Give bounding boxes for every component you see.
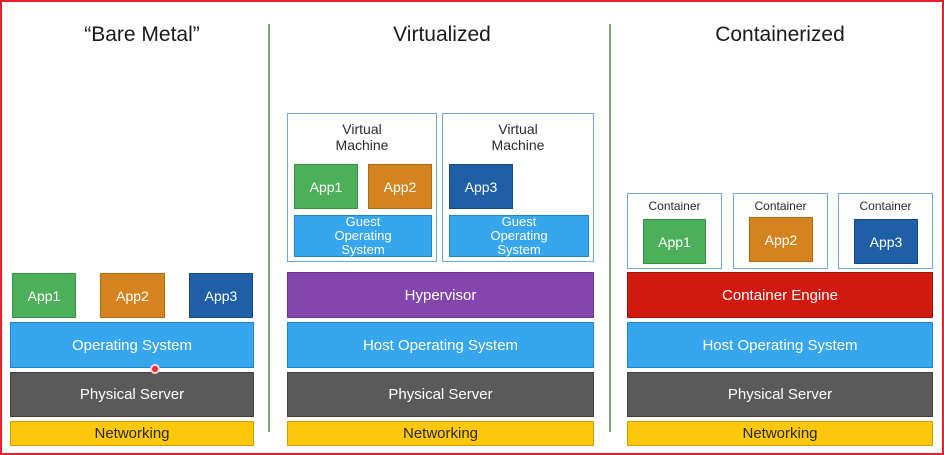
vm-label-line2: Machine [335,137,389,153]
bare-app3: App3 [189,273,253,318]
guest-os-line2: Operating [334,228,392,243]
guest-os-line3: System [341,242,385,257]
cont-physical-server-layer: Physical Server [627,372,933,417]
column-divider [268,24,270,432]
virtual-machine-box: Virtual Machine App3 Guest Operating Sys… [442,113,594,262]
virt-host-os-layer: Host Operating System [287,322,594,368]
vm2-guest-os: Guest Operating System [449,215,589,257]
guest-os-line3: System [497,242,541,257]
virtual-machine-box: Virtual Machine App1 App2 Guest Operatin… [287,113,437,262]
bare-app1: App1 [12,273,76,318]
vm1-app2: App2 [368,164,432,209]
vm1-app1: App1 [294,164,358,209]
container-label: Container [859,199,912,213]
guest-os-line1: Guest [345,214,381,229]
container-box: Container App2 [733,193,828,269]
container-app3: App3 [854,219,918,264]
container-label: Container [754,199,807,213]
container-app1: App1 [643,219,706,264]
vm-label-line2: Machine [491,137,545,153]
cursor-pointer-icon [150,364,160,374]
guest-os-line2: Operating [490,228,548,243]
bare-physical-server-layer: Physical Server [10,372,254,417]
guest-os-line1: Guest [501,214,537,229]
container-engine-layer: Container Engine [627,272,933,318]
virt-networking-layer: Networking [287,421,594,446]
virt-physical-server-layer: Physical Server [287,372,594,417]
virtualized-title: Virtualized [393,23,491,46]
container-box: Container App3 [838,193,933,269]
hypervisor-layer: Hypervisor [287,272,594,318]
bare-metal-title: “Bare Metal” [84,23,200,46]
container-app2: App2 [749,217,813,262]
vm-label-line1: Virtual [498,121,538,137]
vm2-app3: App3 [449,164,513,209]
containerized-title: Containerized [715,23,845,46]
vm-label-line1: Virtual [342,121,382,137]
column-divider [609,24,611,432]
bare-networking-layer: Networking [10,421,254,446]
cont-host-os-layer: Host Operating System [627,322,933,368]
vm1-guest-os: Guest Operating System [294,215,432,257]
container-box: Container App1 [627,193,722,269]
bare-app2: App2 [100,273,165,318]
container-label: Container [648,199,701,213]
cont-networking-layer: Networking [627,421,933,446]
bare-operating-system-layer: Operating System [10,322,254,368]
